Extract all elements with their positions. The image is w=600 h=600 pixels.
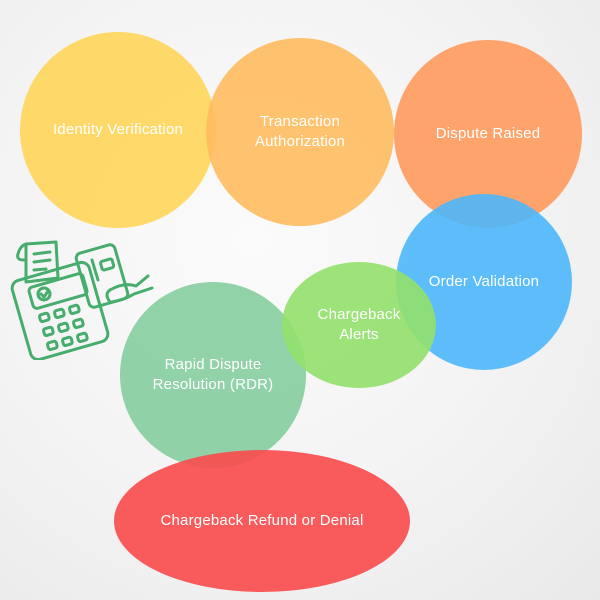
chargeback-alerts-bubble: Chargeback Alerts: [282, 262, 436, 388]
dispute-raised-label: Dispute Raised: [435, 125, 541, 142]
order-validation-label: Order Validation: [428, 273, 540, 290]
chargeback-refund-or-denial-bubble: Chargeback Refund or Denial: [114, 450, 410, 592]
identity-verification-label: Identity Verification: [52, 121, 184, 138]
transaction-authorization-bubble: Transaction Authorization: [206, 38, 394, 226]
order-validation-bubble: Order Validation: [396, 194, 572, 370]
chargeback-alerts-label: Chargeback Alerts: [317, 306, 401, 343]
identity-verification-bubble: Identity Verification: [20, 32, 216, 228]
rapid-dispute-resolution-bubble: Rapid Dispute Resolution (RDR): [120, 282, 306, 468]
chargeback-refund-or-denial-label: Chargeback Refund or Denial: [160, 512, 364, 529]
payment-terminal-icon: [10, 240, 154, 360]
transaction-authorization-label: Transaction Authorization: [254, 113, 346, 150]
rapid-dispute-resolution-label: Rapid Dispute Resolution (RDR): [152, 356, 274, 393]
